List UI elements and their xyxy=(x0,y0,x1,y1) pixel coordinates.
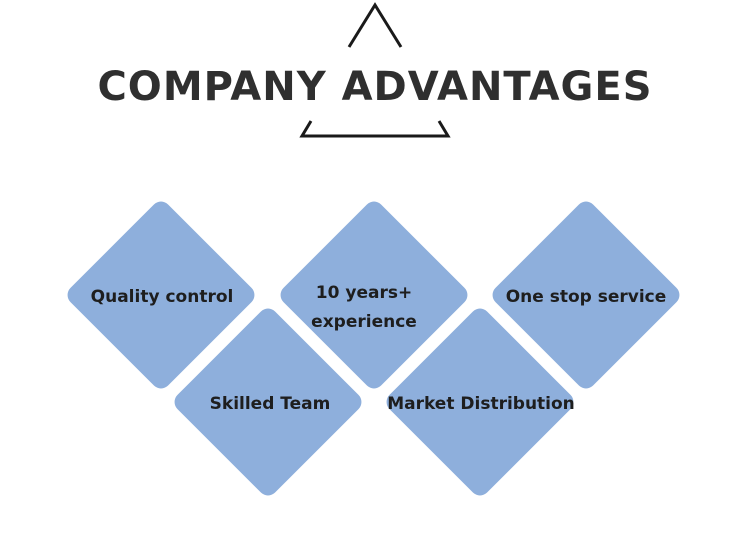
page-title: COMPANY ADVANTAGES xyxy=(97,64,653,110)
triangle-bottom-stroke xyxy=(299,120,451,138)
label-quality-control: Quality control xyxy=(90,287,234,307)
label-one-stop-service: One stop service xyxy=(505,287,667,307)
label-experience-line2: experience xyxy=(311,312,417,332)
triangle-top-stroke xyxy=(347,2,403,48)
label-experience-line1: 10 years+ xyxy=(315,283,413,303)
label-skilled-team: Skilled Team xyxy=(209,394,331,414)
label-market-distribution: Market Distribution xyxy=(387,394,575,414)
